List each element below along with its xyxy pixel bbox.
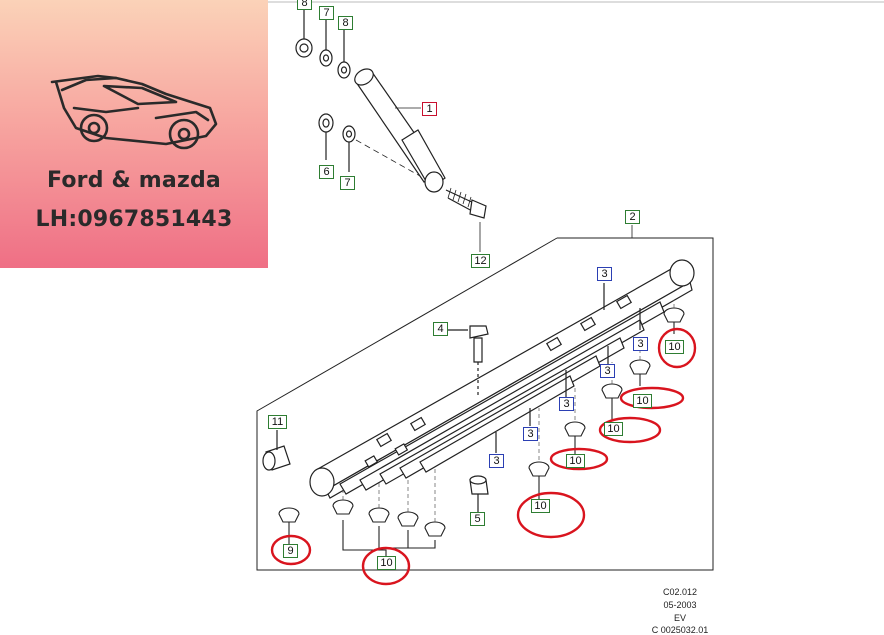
footer-ref: C 0025032.01 bbox=[651, 625, 709, 635]
callout-7-bottom: 7 bbox=[340, 176, 355, 190]
highlight-circle bbox=[657, 327, 697, 369]
callout-3: 3 bbox=[489, 454, 504, 468]
highlight-circle bbox=[549, 447, 609, 471]
leaf-spring bbox=[262, 259, 695, 512]
callout-10: 10 bbox=[633, 394, 652, 408]
rear-eye bbox=[669, 259, 695, 287]
callout-3: 3 bbox=[559, 397, 574, 411]
highlight-circles bbox=[270, 327, 697, 586]
callout-6: 6 bbox=[319, 165, 334, 179]
highlight-circle bbox=[516, 491, 586, 539]
callout-1: 1 bbox=[422, 102, 437, 116]
leaf-spring-frame bbox=[256, 237, 714, 571]
callout-2: 2 bbox=[625, 210, 640, 224]
callout-3: 3 bbox=[597, 267, 612, 281]
callout-12: 12 bbox=[471, 254, 490, 268]
callout-9: 9 bbox=[283, 544, 298, 558]
footer-region: EV bbox=[673, 613, 686, 623]
shock-absorber bbox=[295, 6, 633, 252]
shock-eye bbox=[424, 171, 444, 193]
phone-text: LH:0967851443 bbox=[35, 207, 233, 232]
callout-3: 3 bbox=[633, 337, 648, 351]
callout-8-partial: 8 bbox=[297, 0, 312, 10]
callout-8: 8 bbox=[338, 16, 353, 30]
brand-text: Ford & mazda bbox=[47, 168, 221, 193]
highlight-circle bbox=[598, 416, 662, 444]
callout-3: 3 bbox=[600, 364, 615, 378]
callout-10: 10 bbox=[604, 422, 623, 436]
callout-10: 10 bbox=[665, 340, 684, 354]
highlight-circle bbox=[619, 386, 685, 410]
footer-date: 05-2003 bbox=[663, 600, 697, 610]
highlight-circle bbox=[270, 534, 312, 566]
footer-code: C02.012 bbox=[662, 587, 698, 597]
callout-4: 4 bbox=[433, 322, 448, 336]
highlight-circle bbox=[361, 546, 411, 586]
front-eye bbox=[309, 467, 335, 497]
callout-5: 5 bbox=[470, 512, 485, 526]
callout-3: 3 bbox=[523, 427, 538, 441]
callout-10: 10 bbox=[531, 499, 550, 513]
callout-10: 10 bbox=[377, 556, 396, 570]
pads bbox=[278, 307, 685, 556]
callout-7-top: 7 bbox=[319, 6, 334, 20]
callout-11: 11 bbox=[268, 415, 287, 429]
sports-car-icon bbox=[50, 74, 218, 150]
callout-10: 10 bbox=[566, 454, 585, 468]
promo-overlay: Ford & mazda LH:0967851443 bbox=[0, 0, 268, 268]
